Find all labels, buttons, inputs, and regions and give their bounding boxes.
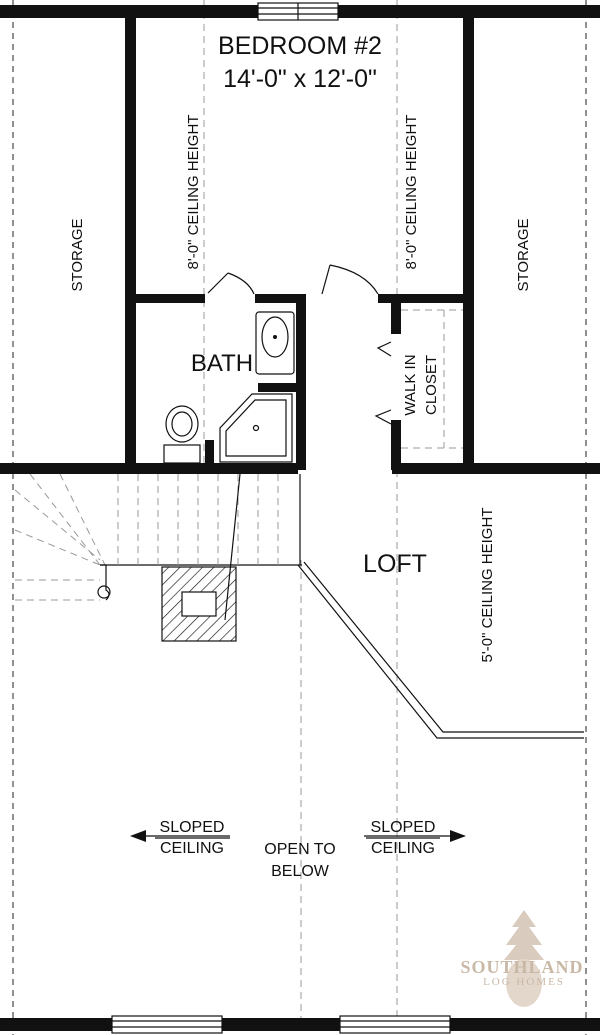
bedroom-dimensions: 14'-0" x 12'-0": [223, 65, 377, 93]
sloped-ceiling-right-line1: SLOPED: [371, 819, 436, 836]
pine-cone-icon: [504, 910, 544, 1007]
bedroom-name: BEDROOM #2: [218, 32, 382, 60]
doors: [207, 264, 392, 425]
top-wall: [0, 2, 600, 21]
shower: [219, 393, 293, 463]
ceiling-break-lines: [203, 0, 398, 1020]
loft-railing: [297, 561, 584, 739]
bottom-wall: [0, 1015, 600, 1034]
sink: [255, 311, 295, 375]
sloped-ceiling-right-line2: CEILING: [371, 840, 435, 857]
loft-label: LOFT: [363, 550, 427, 578]
storage-left-label: STORAGE: [69, 218, 86, 291]
eave-lines: [12, 0, 587, 1035]
interior-walls: [0, 15, 600, 474]
storage-right-label: STORAGE: [515, 218, 532, 291]
stairs: [14, 473, 302, 621]
open-to-below-line1: OPEN TO: [264, 841, 335, 858]
closet-label-line2: CLOSET: [423, 355, 440, 415]
open-to-below-line2: BELOW: [271, 863, 330, 880]
loft-ceiling-height: 5'-0" CEILING HEIGHT: [479, 508, 496, 663]
closet-label-line1: WALK IN: [402, 354, 419, 415]
toilet: [163, 405, 201, 464]
bath-label: BATH: [191, 350, 253, 377]
bedroom-ceiling-left: 8'-0" CEILING HEIGHT: [185, 115, 202, 270]
slope-arrows: [130, 830, 466, 842]
sloped-ceiling-left-line2: CEILING: [160, 840, 224, 857]
watermark-line1: SOUTHLAND: [460, 957, 583, 977]
southland-logo: SOUTHLAND LOG HOMES: [460, 910, 583, 1007]
bedroom-ceiling-right: 8'-0" CEILING HEIGHT: [403, 115, 420, 270]
chimney: [161, 566, 237, 642]
watermark-line2: LOG HOMES: [483, 976, 565, 988]
closet-shelving: [401, 309, 463, 449]
sloped-ceiling-left-line1: SLOPED: [160, 819, 225, 836]
